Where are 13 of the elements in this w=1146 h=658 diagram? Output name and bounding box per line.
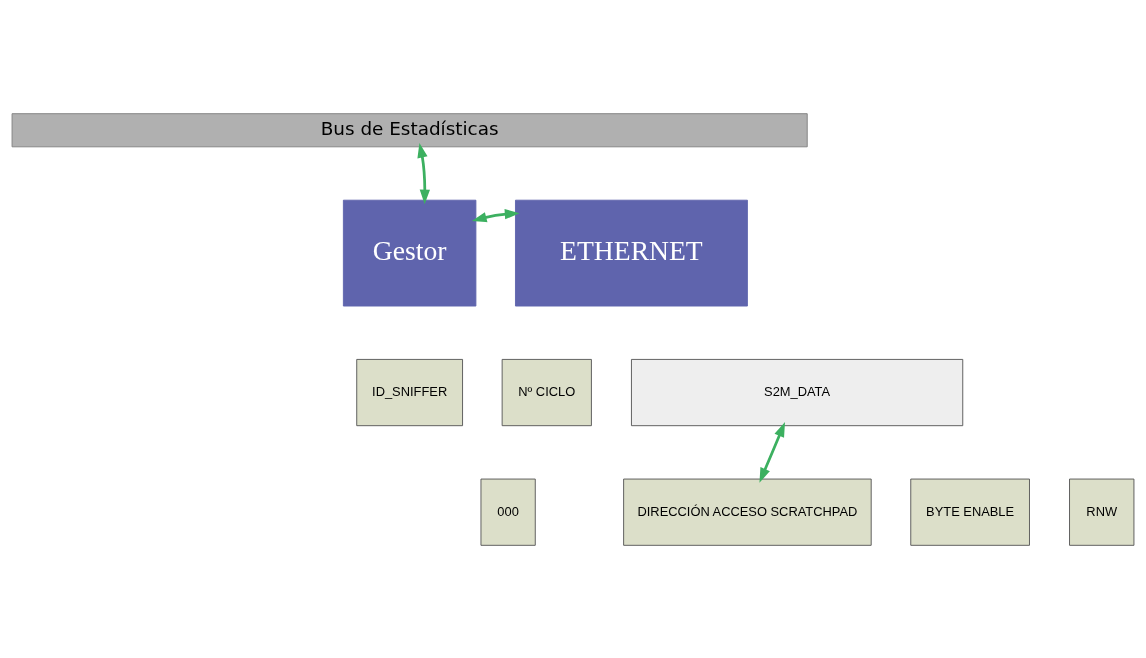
node-box: 000 xyxy=(480,478,536,546)
arrow xyxy=(417,142,430,204)
node-box: Gestor xyxy=(342,199,477,306)
node-box: RNW xyxy=(1069,478,1135,546)
node-box: ID_SNIFFER xyxy=(356,358,463,426)
node-box: ETHERNET xyxy=(515,199,748,306)
node-box: Nº CICLO xyxy=(501,358,592,426)
node-box: BYTE ENABLE xyxy=(910,478,1030,546)
arrow xyxy=(759,421,785,483)
node-box: DIRECCIÓN ACCESO SCRATCHPAD xyxy=(623,478,872,546)
node-box: Bus de Estadísticas xyxy=(11,112,808,147)
arrow xyxy=(471,208,520,222)
node-box: S2M_DATA xyxy=(631,358,964,426)
